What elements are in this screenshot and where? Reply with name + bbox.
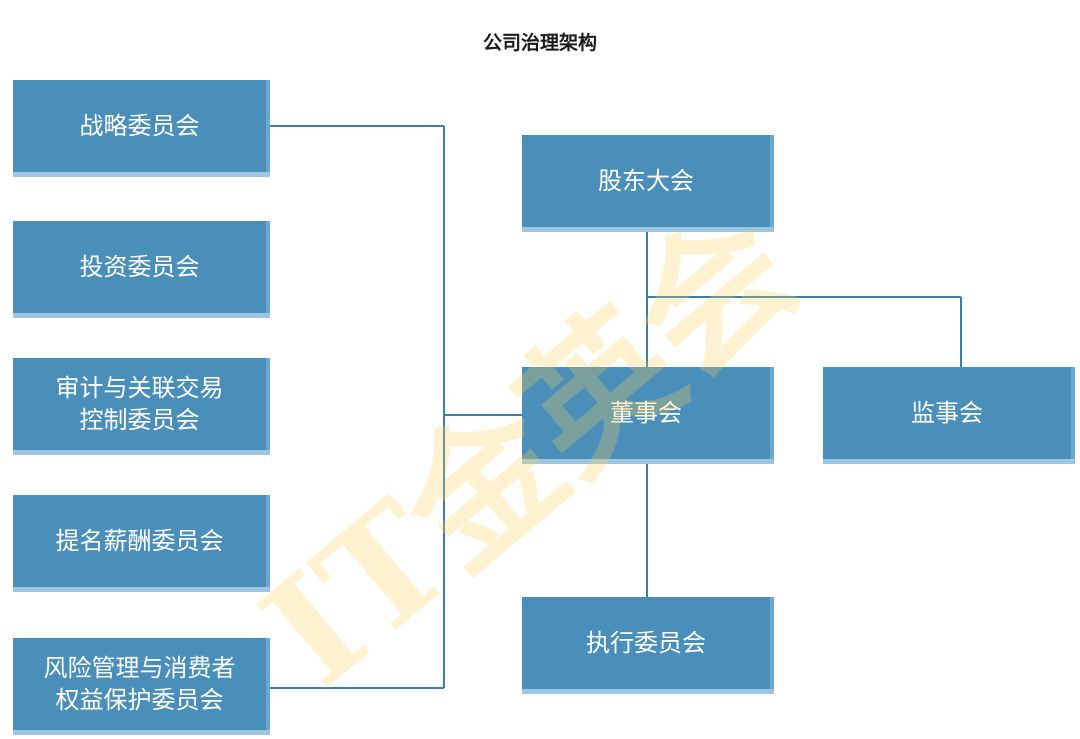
node-board-of-supervisors: 监事会: [823, 367, 1071, 459]
diagram-title: 公司治理架构: [482, 32, 597, 54]
node-board-of-directors: 董事会: [522, 367, 770, 459]
node-executive-committee: 执行委员会: [522, 597, 770, 689]
node-shareholders-meeting: 股东大会: [522, 135, 770, 227]
node-strategy-committee: 战略委员会: [13, 80, 266, 172]
node-nomination-committee: 提名薪酬委员会: [13, 495, 266, 587]
node-risk-committee: 风险管理与消费者 权益保护委员会: [13, 638, 266, 730]
node-audit-committee: 审计与关联交易 控制委员会: [13, 358, 266, 450]
node-investment-committee: 投资委员会: [13, 221, 266, 313]
